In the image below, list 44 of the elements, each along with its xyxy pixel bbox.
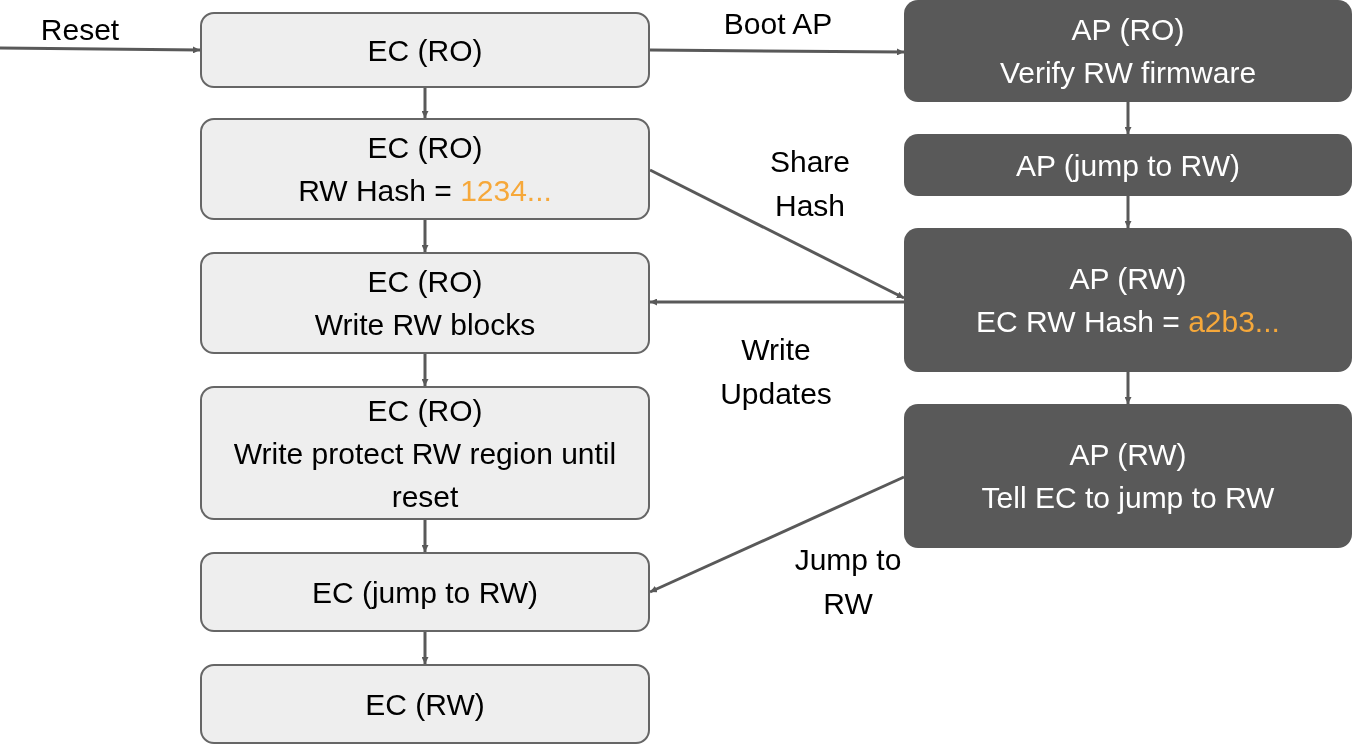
arrow: [421, 220, 429, 252]
box-text: Write protect RW region until reset: [232, 435, 618, 515]
edge-label: Jump to RW: [793, 542, 903, 622]
box-text: Verify RW firmware: [999, 55, 1257, 91]
edge-label: Write Updates: [719, 332, 833, 412]
process-box: [200, 252, 650, 354]
arrow: [0, 46, 200, 54]
process-box: [200, 118, 650, 220]
box-text: EC (RW): [365, 686, 485, 723]
arrow: [421, 88, 429, 118]
box-text: EC (RO): [367, 32, 483, 69]
edge-label: Share Hash: [768, 144, 852, 224]
arrow: [421, 520, 429, 552]
box-text: Tell EC to jump to RW: [981, 480, 1275, 516]
arrow: [649, 168, 905, 300]
arrow: [421, 354, 429, 386]
box-text: RW Hash = 1234...: [298, 173, 552, 209]
dark-process-box: [904, 404, 1352, 548]
dark-process-box: [904, 228, 1352, 372]
box-text: AP (RO): [1071, 12, 1185, 48]
edge-label: Reset: [39, 12, 121, 48]
arrow: [650, 298, 904, 306]
arrow: [1124, 102, 1132, 134]
arrow: [650, 48, 904, 56]
dark-process-box: [904, 0, 1352, 102]
box-text: AP (jump to RW): [1016, 147, 1240, 184]
process-box: [200, 664, 650, 744]
arrow: [1124, 372, 1132, 404]
box-text: Write RW blocks: [314, 307, 536, 343]
box-text: AP (RW): [1069, 437, 1187, 473]
arrow: [649, 475, 905, 594]
dark-process-box: [904, 134, 1352, 196]
box-text: EC (RO): [367, 392, 483, 429]
box-text: AP (RW): [1069, 261, 1187, 297]
box-text: EC (RO): [367, 264, 483, 300]
box-text: EC (jump to RW): [311, 574, 539, 611]
edge-label: Boot AP: [722, 6, 834, 42]
box-text: EC (RO): [367, 130, 483, 166]
process-box: [200, 552, 650, 632]
process-box: [200, 12, 650, 88]
arrow: [421, 632, 429, 664]
box-text: EC RW Hash = a2b3...: [976, 304, 1280, 340]
arrow: [1124, 196, 1132, 228]
process-box: [200, 386, 650, 520]
